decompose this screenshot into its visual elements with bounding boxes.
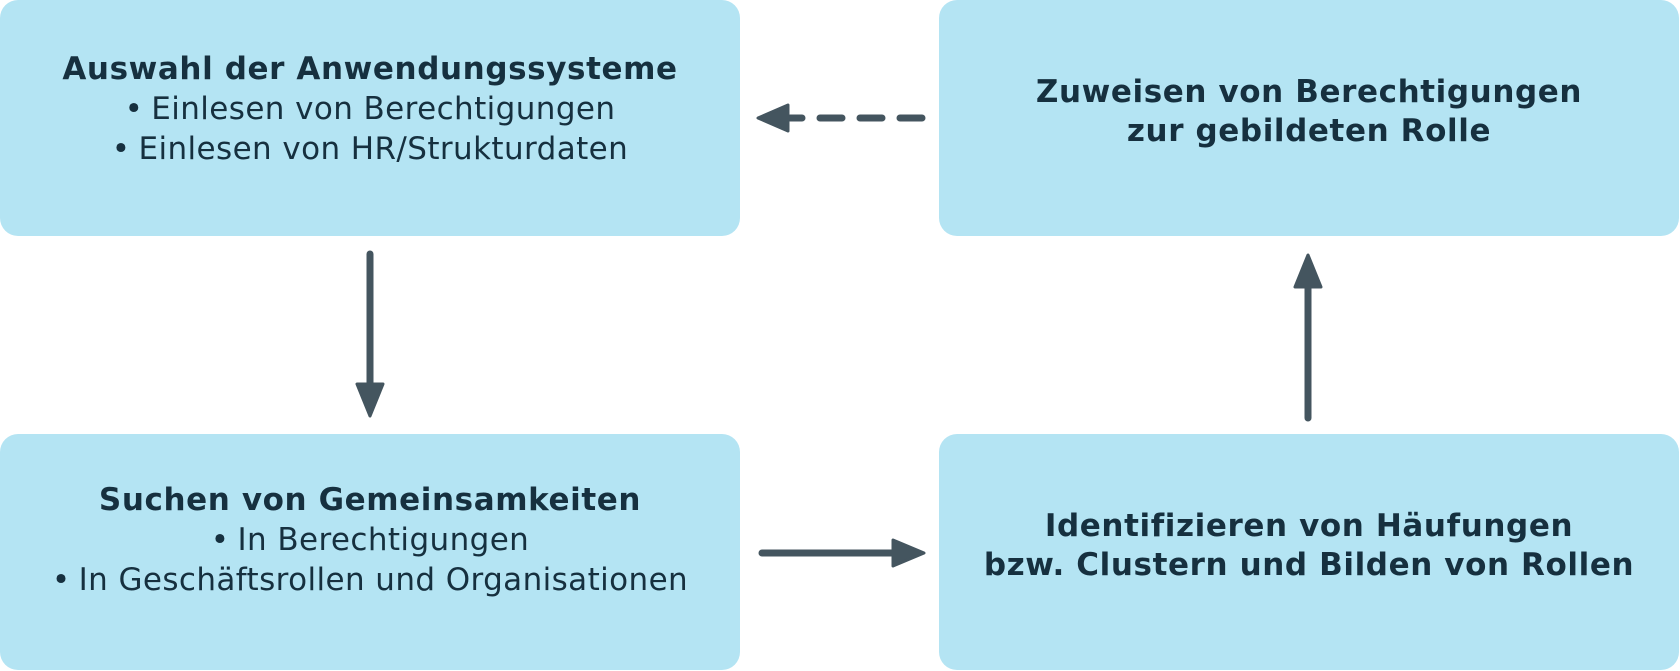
step-box-identify: Identifizieren von Häufungen bzw. Cluste… (939, 434, 1679, 670)
arrow-right-icon (758, 538, 926, 568)
step-bullet-text: In Geschäftsrollen und Organisationen (78, 561, 689, 598)
step-bullet: •In Geschäftsrollen und Organisationen (52, 560, 688, 600)
step-bullet-text: Einlesen von Berechtigungen (151, 90, 616, 127)
step-title-line: Identifizieren von Häufungen (1044, 508, 1574, 544)
arrow-left-dashed-icon (756, 103, 926, 133)
arrow-down-icon (355, 250, 385, 418)
bullet-icon: • (51, 561, 71, 598)
step-title-line: Zuweisen von Berechtigungen (1035, 74, 1583, 110)
step-title-line: bzw. Clustern und Bilden von Rollen (983, 547, 1635, 583)
step-box-search: Suchen von Gemeinsamkeiten •In Berechtig… (0, 434, 740, 670)
step-title-identify: Identifizieren von Häufungen bzw. Cluste… (984, 507, 1634, 585)
step-title-selection: Auswahl der Anwendungssysteme (62, 50, 678, 87)
bullet-icon: • (111, 130, 131, 167)
step-bullet-text: In Berechtigungen (237, 521, 530, 558)
step-title-assign: Zuweisen von Berechtigungen zur gebildet… (1036, 73, 1582, 151)
arrow-up-icon (1293, 253, 1323, 422)
step-bullet-text: Einlesen von HR/Strukturdaten (138, 130, 629, 167)
step-bullet: •Einlesen von Berechtigungen (125, 89, 616, 129)
step-title-line: zur gebildeten Rolle (1126, 113, 1492, 149)
step-bullet: •In Berechtigungen (211, 520, 529, 560)
step-box-assign: Zuweisen von Berechtigungen zur gebildet… (939, 0, 1679, 236)
step-bullet: •Einlesen von HR/Strukturdaten (112, 129, 628, 169)
bullet-icon: • (210, 521, 230, 558)
bullet-icon: • (124, 90, 144, 127)
step-box-selection: Auswahl der Anwendungssysteme •Einlesen … (0, 0, 740, 236)
step-title-search: Suchen von Gemeinsamkeiten (98, 481, 642, 518)
